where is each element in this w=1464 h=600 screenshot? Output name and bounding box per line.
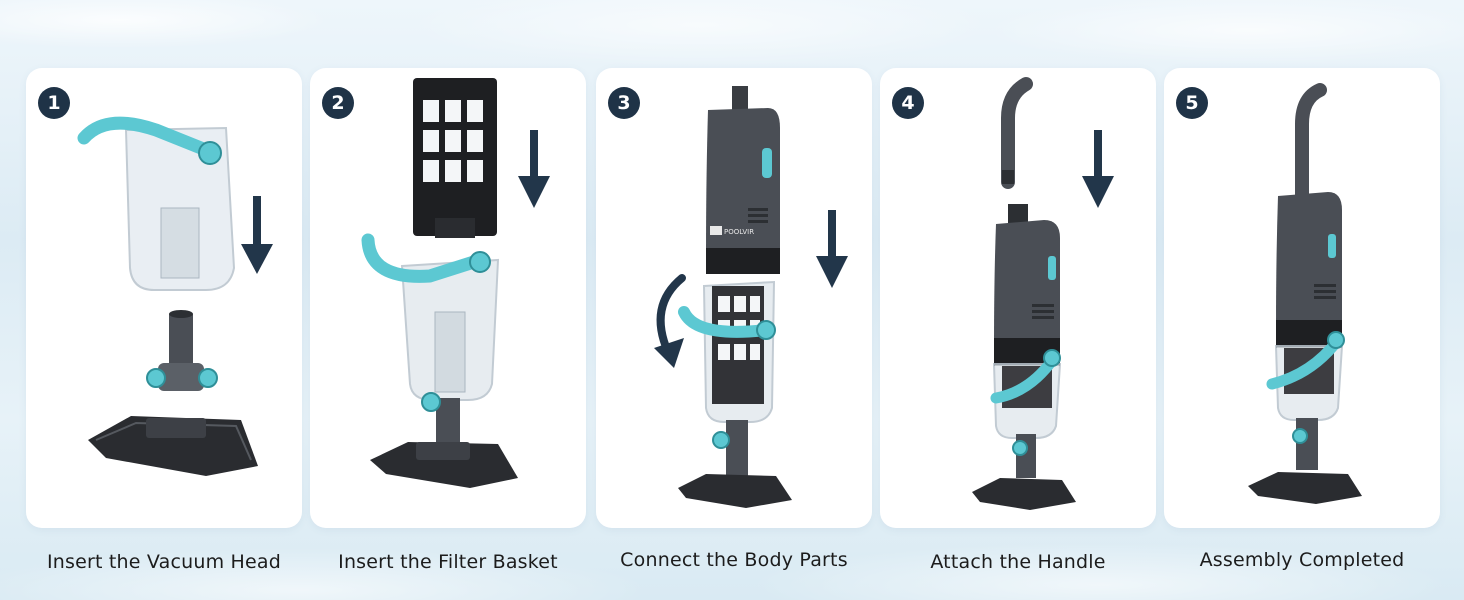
step-number-badge: 2	[322, 87, 354, 119]
step-3-illustration: POOLVIR	[654, 86, 848, 508]
step-4-caption: Attach the Handle	[930, 551, 1106, 573]
step-number-badge: 4	[892, 87, 924, 119]
step-number-badge: 1	[38, 87, 70, 119]
step-number-badge: 3	[608, 87, 640, 119]
step-3-card: POOLVIR 3	[596, 68, 872, 528]
down-arrow-icon	[518, 130, 550, 208]
step-5-card: 5	[1164, 68, 1440, 528]
step-number-badge: 5	[1176, 87, 1208, 119]
step-2-card: 2	[310, 68, 586, 528]
step-3-caption: Connect the Body Parts	[620, 549, 848, 571]
step-4-illustration	[972, 77, 1114, 510]
step-4-card: 4	[880, 68, 1156, 528]
step-5-illustration	[1248, 83, 1362, 504]
down-arrow-icon	[816, 210, 848, 288]
step-2-illustration	[361, 78, 550, 488]
down-arrow-icon	[241, 196, 273, 274]
step-1-card: 1	[26, 68, 302, 528]
step-2-caption: Insert the Filter Basket	[338, 551, 558, 573]
step-5-caption: Assembly Completed	[1199, 549, 1405, 571]
step-1-illustration	[77, 116, 273, 476]
step-1-caption: Insert the Vacuum Head	[46, 551, 282, 573]
rotate-arrow-icon	[654, 274, 686, 368]
brand-label: POOLVIR	[724, 228, 754, 236]
down-arrow-icon	[1082, 130, 1114, 208]
